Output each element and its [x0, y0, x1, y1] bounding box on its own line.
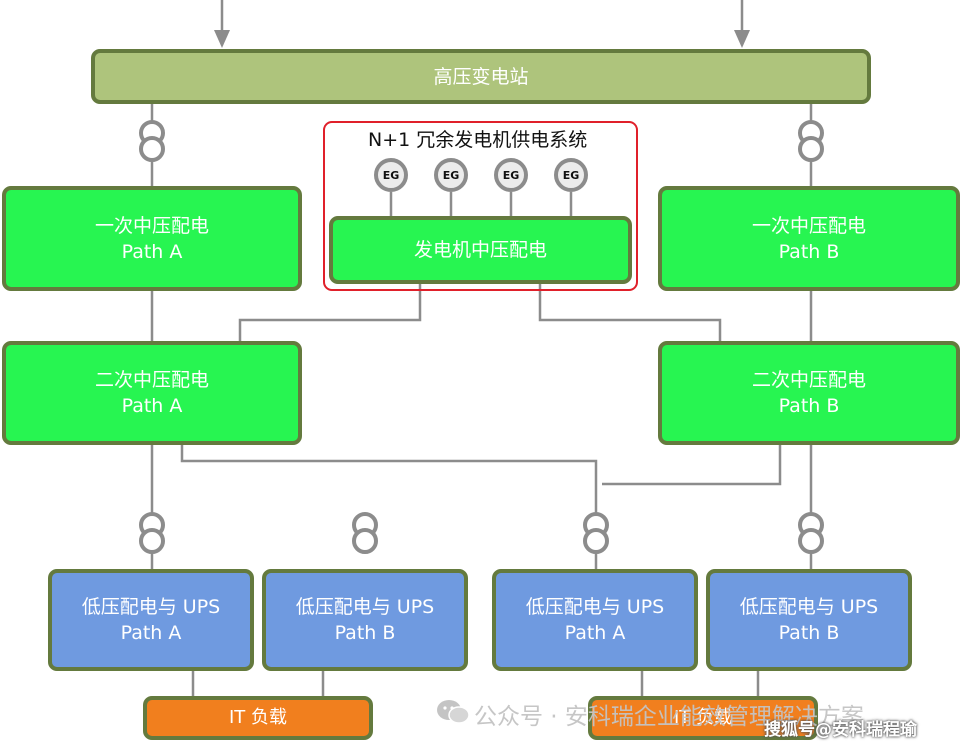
- generator-eg-4: EG: [554, 158, 588, 192]
- generator-to-secondary-a-line: [238, 284, 422, 343]
- secondary-mv-a-line2: Path A: [121, 395, 183, 417]
- transformer-icon: [798, 120, 824, 162]
- secondary-mv-path-b: 二次中压配电 Path B: [658, 341, 960, 445]
- lv-ups-box-2: 低压配电与 UPS Path B: [262, 569, 468, 671]
- transformer-icon: [139, 512, 165, 554]
- transformer-icon: [139, 120, 165, 162]
- transformer-icon: [798, 512, 824, 554]
- primary-mv-path-b: 一次中压配电 Path B: [658, 186, 960, 291]
- generator-distribution-label: 发电机中压配电: [413, 239, 547, 261]
- secondary-mv-a-line1: 二次中压配电: [94, 369, 209, 391]
- primary-mv-a-line1: 一次中压配电: [94, 214, 209, 237]
- generator-system-title: N+1 冗余发电机供电系统: [368, 129, 588, 151]
- lv-ups-box-1: 低压配电与 UPS Path A: [48, 569, 254, 671]
- lv-ups-2-line1: 低压配电与 UPS: [295, 596, 435, 618]
- lv-ups-1-line1: 低压配电与 UPS: [81, 596, 221, 618]
- generator-eg-3: EG: [494, 158, 528, 192]
- lv-ups-box-3: 低压配电与 UPS Path A: [492, 569, 698, 671]
- primary-mv-b-line2: Path B: [778, 240, 840, 263]
- transformer-icon: [583, 512, 609, 554]
- secondary-mv-path-a: 二次中压配电 Path A: [2, 341, 302, 445]
- secondary-a-cross-feed-line: [180, 444, 598, 572]
- secondary-mv-b-line1: 二次中压配电: [751, 369, 866, 391]
- primary-mv-path-a: 一次中压配电 Path A: [2, 186, 302, 291]
- generator-to-secondary-b-line: [538, 284, 722, 343]
- wechat-icon: [437, 700, 470, 724]
- sohu-watermark: 搜狐号@安科瑞程瑜: [764, 720, 917, 740]
- lv-ups-1-line2: Path A: [120, 622, 182, 644]
- lv-ups-4-line1: 低压配电与 UPS: [739, 596, 879, 618]
- generator-eg-1: EG: [374, 158, 408, 192]
- lv-ups-3-line1: 低压配电与 UPS: [525, 596, 665, 618]
- generator-eg-2: EG: [434, 158, 468, 192]
- primary-mv-a-line2: Path A: [121, 240, 183, 263]
- generator-system-frame: [323, 121, 638, 291]
- primary-mv-b-line1: 一次中压配电: [751, 214, 866, 237]
- substation-box: 高压变电站: [91, 49, 871, 104]
- arrow-down-icon: [734, 30, 750, 48]
- transformer-icon: [352, 512, 378, 554]
- it-load-1-label: IT 负载: [228, 707, 288, 728]
- arrow-down-icon: [214, 30, 230, 48]
- lv-ups-4-line2: Path B: [778, 622, 840, 644]
- generator-distribution-box: 发电机中压配电: [329, 216, 632, 284]
- lv-ups-box-4: 低压配电与 UPS Path B: [706, 569, 912, 671]
- secondary-b-cross-feed-line: [602, 444, 782, 486]
- it-load-2-label: IT 负载: [673, 707, 733, 728]
- lv-ups-3-line2: Path A: [564, 622, 626, 644]
- lv-ups-2-line2: Path B: [334, 622, 396, 644]
- wechat-watermark: 公众号 · 安科瑞企业能效管理解决方案: [474, 704, 864, 730]
- it-load-box-1: IT 负载: [143, 696, 373, 740]
- it-load-box-2: IT 负载: [588, 696, 818, 740]
- substation-label: 高压变电站: [433, 65, 529, 88]
- secondary-mv-b-line2: Path B: [778, 395, 840, 417]
